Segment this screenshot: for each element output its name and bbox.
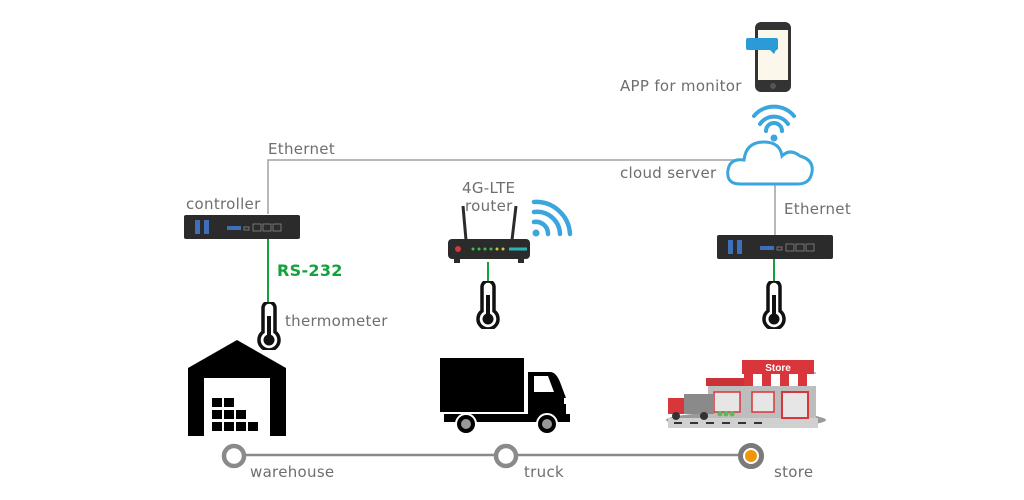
router-label-line2: router: [465, 197, 513, 215]
wifi-signal-icon: [528, 198, 574, 240]
active-stop-dot: [745, 450, 757, 462]
cloud-server-label: cloud server: [620, 164, 717, 182]
cloud-server-icon: [724, 102, 816, 190]
ethernet-line-top: [267, 159, 735, 214]
rs232-label: RS-232: [277, 261, 343, 280]
timeline-stop-warehouse[interactable]: [221, 443, 247, 469]
thermometer-label: thermometer: [285, 312, 388, 330]
thermometer-icon-truck: [475, 281, 501, 329]
thermometer-icon: [256, 302, 282, 350]
timeline-stop-truck[interactable]: [493, 443, 519, 469]
ethernet-label-right: Ethernet: [784, 200, 852, 218]
router-device[interactable]: [446, 202, 532, 264]
warehouse-icon: [188, 340, 286, 436]
store-sign-text: Store: [765, 363, 791, 374]
timeline-label-warehouse: warehouse: [250, 463, 335, 481]
thermometer-icon-store: [761, 281, 787, 329]
timeline-stop-store[interactable]: [737, 442, 765, 470]
smartphone-icon: [746, 20, 796, 94]
timeline-label-truck: truck: [524, 463, 564, 481]
controller-label: controller: [186, 195, 261, 213]
timeline-label-store: store: [774, 463, 814, 481]
wifi-icon: [752, 104, 796, 133]
router-label-line1: 4G-LTE: [462, 179, 516, 197]
controller-device[interactable]: [184, 215, 300, 239]
ethernet-label-top: Ethernet: [268, 140, 336, 158]
app-monitor-label: APP for monitor: [620, 77, 742, 95]
truck-icon: [440, 358, 574, 436]
store-controller-device[interactable]: [717, 235, 833, 259]
store-icon: Store: [664, 356, 826, 436]
